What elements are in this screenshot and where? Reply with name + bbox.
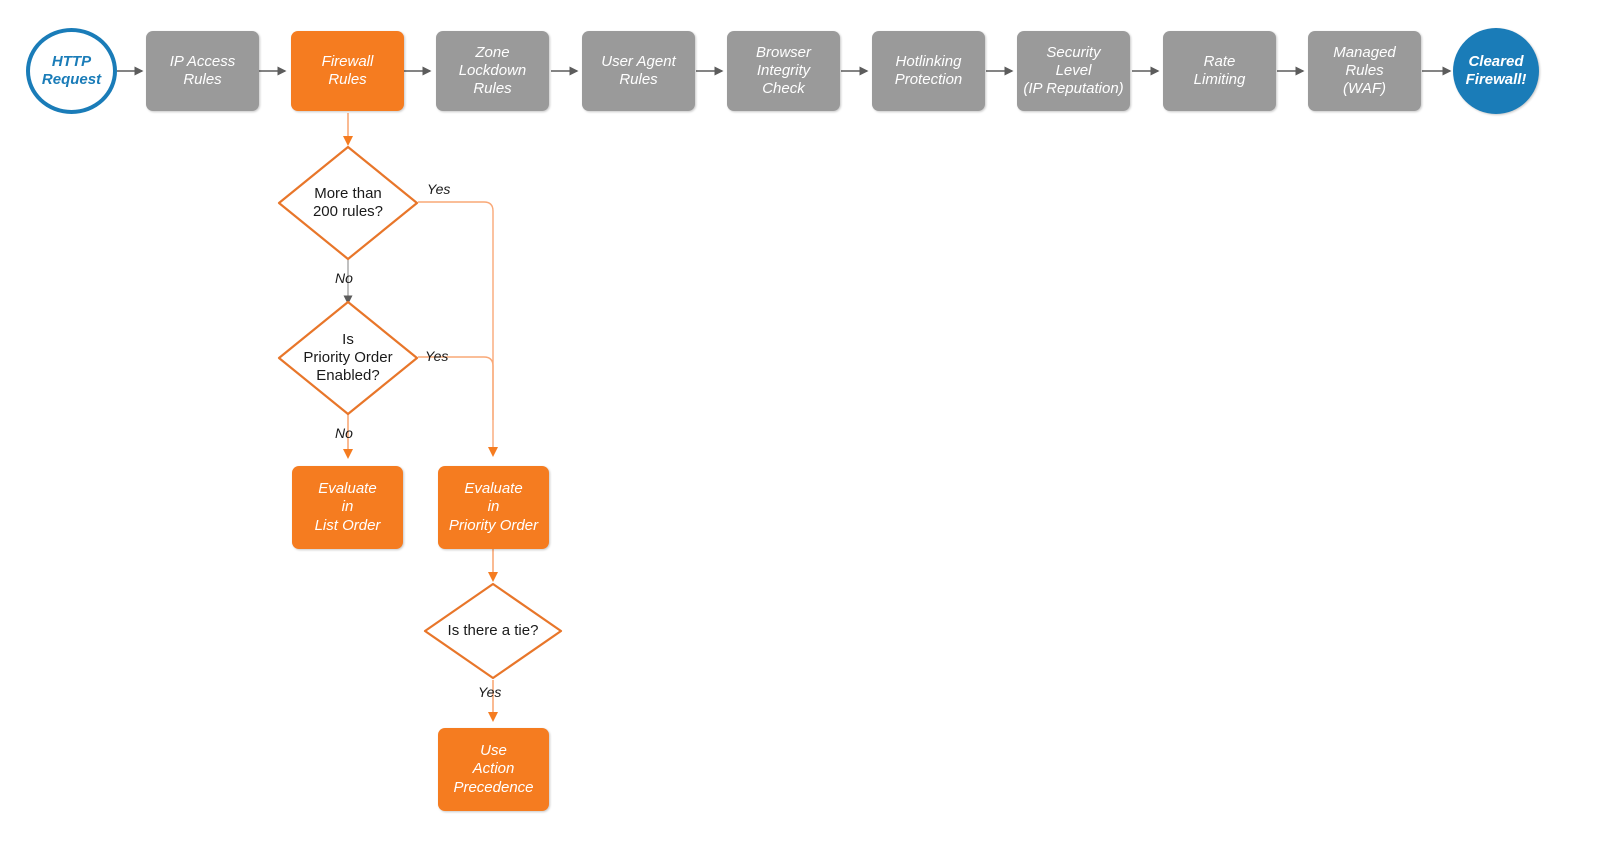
node-hotlinking-protection-label: Hotlinking Protection bbox=[894, 52, 963, 88]
edge-label-tie-yes: Yes bbox=[478, 684, 502, 700]
node-http-request[interactable]: HTTP Request bbox=[26, 28, 117, 114]
node-rate-limiting-label: Rate Limiting bbox=[1193, 52, 1246, 88]
node-managed-rules-waf[interactable]: Managed Rules (WAF) bbox=[1308, 31, 1421, 111]
node-evaluate-in-list-order-label: Evaluate in List Order bbox=[314, 480, 381, 534]
edge-decision2-yes bbox=[418, 356, 494, 420]
node-ip-access-rules[interactable]: IP Access Rules bbox=[146, 31, 259, 111]
decision-is-there-a-tie[interactable]: Is there a tie? bbox=[422, 581, 564, 681]
node-evaluate-in-list-order[interactable]: Evaluate in List Order bbox=[292, 466, 403, 549]
node-cleared-firewall-label: Cleared Firewall! bbox=[1465, 52, 1527, 88]
node-user-agent-rules[interactable]: User Agent Rules bbox=[582, 31, 695, 111]
node-use-action-precedence-label: Use Action Precedence bbox=[453, 742, 534, 796]
node-firewall-rules-label: Firewall Rules bbox=[321, 52, 374, 88]
edge-label-rules-yes: Yes bbox=[427, 181, 451, 197]
node-managed-rules-waf-label: Managed Rules (WAF) bbox=[1333, 43, 1396, 98]
decision-more-than-200-rules[interactable]: More than 200 rules? bbox=[276, 144, 420, 262]
node-browser-integrity-check-label: Browser Integrity Check bbox=[755, 43, 811, 98]
node-user-agent-rules-label: User Agent Rules bbox=[601, 52, 676, 88]
node-security-level-label: Security Level (IP Reputation) bbox=[1023, 43, 1124, 98]
diamond-shape bbox=[277, 145, 419, 261]
node-firewall-rules[interactable]: Firewall Rules bbox=[291, 31, 404, 111]
edge-label-priority-yes: Yes bbox=[425, 348, 449, 364]
decision-more-than-200-rules-label: More than 200 rules? bbox=[312, 185, 384, 220]
node-http-request-label: HTTP Request bbox=[41, 52, 102, 88]
node-evaluate-in-priority-order-label: Evaluate in Priority Order bbox=[448, 480, 539, 534]
node-evaluate-in-priority-order[interactable]: Evaluate in Priority Order bbox=[438, 466, 549, 549]
edge-decision1-yes bbox=[418, 201, 498, 457]
decision-is-priority-order-enabled-label: Is Priority Order Enabled? bbox=[303, 331, 393, 384]
diamond-shape bbox=[277, 300, 419, 416]
diamond-shape bbox=[423, 582, 563, 680]
node-hotlinking-protection[interactable]: Hotlinking Protection bbox=[872, 31, 985, 111]
decision-is-there-a-tie-label: Is there a tie? bbox=[447, 622, 539, 639]
node-zone-lockdown-rules[interactable]: Zone Lockdown Rules bbox=[436, 31, 549, 111]
edge-label-priority-no: No bbox=[335, 425, 353, 441]
node-ip-access-rules-label: IP Access Rules bbox=[169, 52, 236, 88]
node-browser-integrity-check[interactable]: Browser Integrity Check bbox=[727, 31, 840, 111]
decision-is-priority-order-enabled[interactable]: Is Priority Order Enabled? bbox=[276, 299, 420, 417]
node-security-level[interactable]: Security Level (IP Reputation) bbox=[1017, 31, 1130, 111]
node-use-action-precedence[interactable]: Use Action Precedence bbox=[438, 728, 549, 811]
node-rate-limiting[interactable]: Rate Limiting bbox=[1163, 31, 1276, 111]
edge-label-rules-no: No bbox=[335, 270, 353, 286]
node-zone-lockdown-rules-label: Zone Lockdown Rules bbox=[458, 43, 527, 98]
node-cleared-firewall[interactable]: Cleared Firewall! bbox=[1453, 28, 1539, 114]
